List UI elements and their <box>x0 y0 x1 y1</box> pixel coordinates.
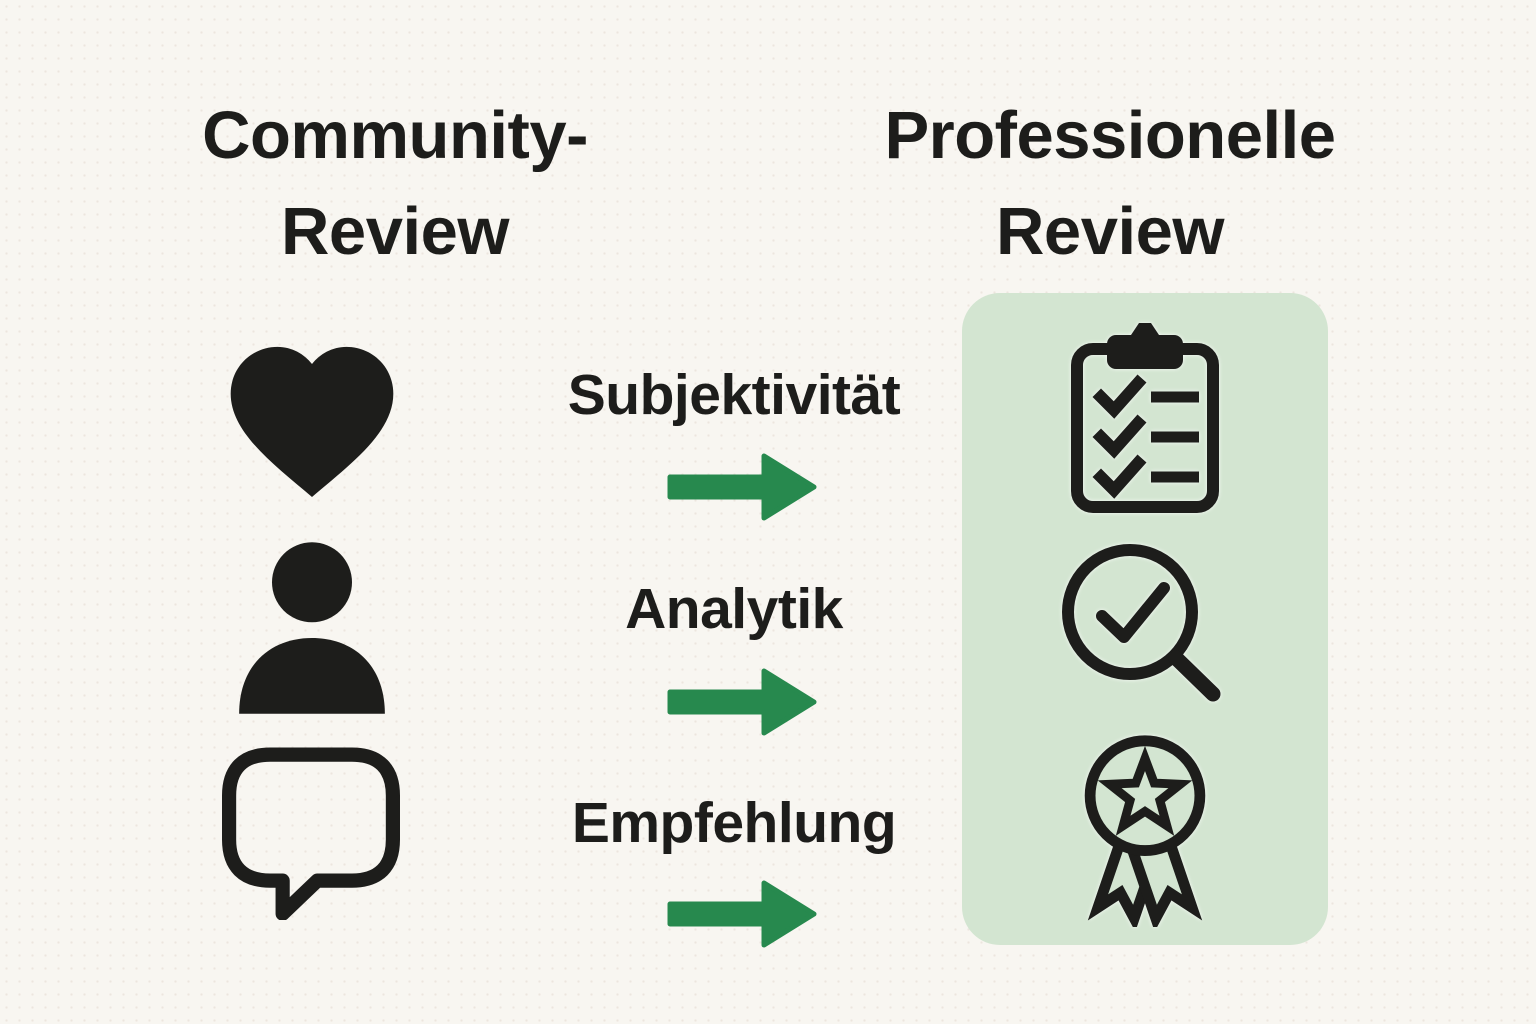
checklist-clipboard-icon <box>1064 315 1226 520</box>
speech-bubble-icon <box>216 742 406 920</box>
arrow-right-icon <box>667 876 817 952</box>
label-empfehlung: Empfehlung <box>571 791 897 855</box>
professional-review-title-line1: Professionelle <box>884 98 1336 173</box>
heart-icon <box>218 332 406 504</box>
professional-review-title: Professionelle Review <box>815 88 1405 280</box>
magnifying-glass-check-icon <box>1056 538 1234 713</box>
professional-review-panel <box>962 293 1328 945</box>
label-analytik: Analytik <box>625 577 843 641</box>
community-review-title-line1: Community- <box>202 98 588 173</box>
community-review-title-line2: Review <box>281 194 509 269</box>
arrow-right-icon <box>667 664 817 740</box>
award-ribbon-icon <box>1076 731 1214 927</box>
professional-review-title-line2: Review <box>996 194 1224 269</box>
arrow-right-icon <box>667 449 817 525</box>
community-review-title: Community- Review <box>100 88 690 280</box>
label-subjektivitaet: Subjektivität <box>567 363 901 427</box>
person-icon <box>226 538 398 718</box>
